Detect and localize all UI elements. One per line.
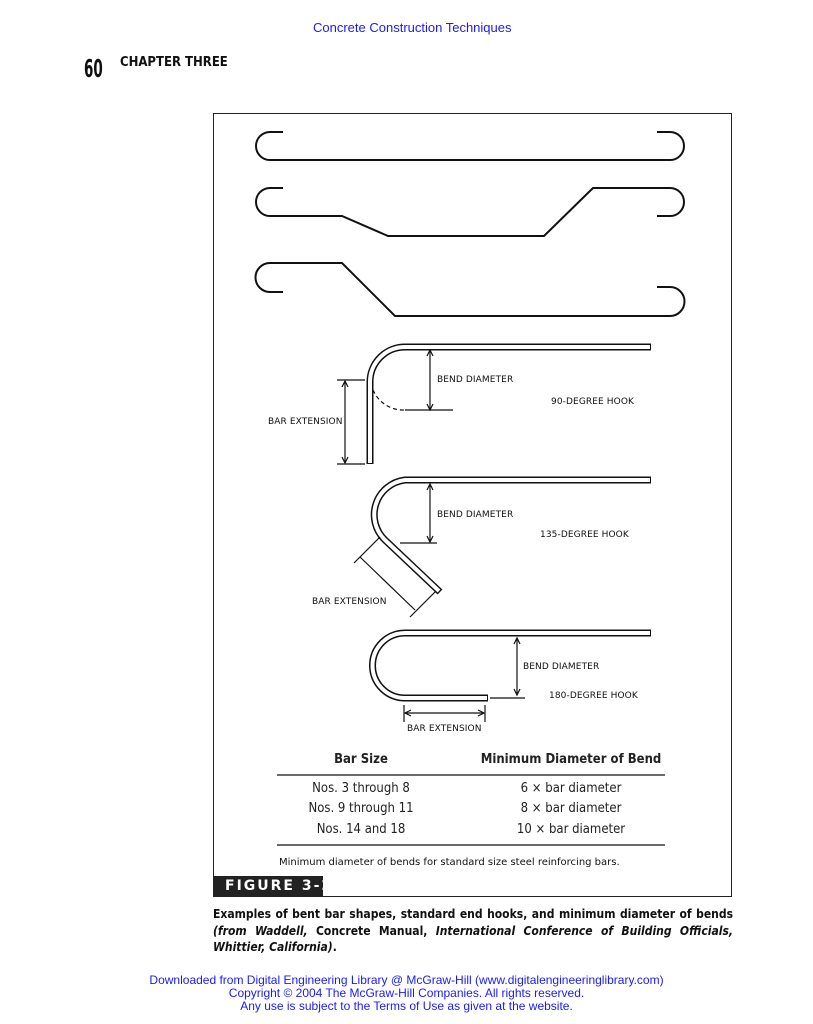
- table-note: Minimum diameter of bends for standard s…: [279, 857, 620, 868]
- bar-extension-label-180: BAR EXTENSION: [407, 724, 482, 734]
- table-cell: Nos. 3 through 8: [312, 781, 410, 796]
- figure-frame: [213, 113, 732, 897]
- bar-extension-label-90: BAR EXTENSION: [268, 417, 343, 427]
- caption-citation: (from Waddell,: [213, 923, 316, 938]
- single-bend-bar-shape: [254, 262, 686, 317]
- caption-text: Examples of bent bar shapes, standard en…: [213, 907, 733, 921]
- table-header-min-diameter: Minimum Diameter of Bend: [480, 752, 662, 767]
- table-cell: Nos. 14 and 18: [316, 822, 406, 837]
- bend-diameter-label-180: BEND DIAMETER: [523, 662, 600, 672]
- table-cell: 10 × bar diameter: [516, 822, 626, 837]
- table-header-bar-size: Bar Size: [334, 752, 388, 767]
- figure-tag-text: FIGURE 3-20: [225, 878, 345, 894]
- bar-extension-label-135: BAR EXTENSION: [312, 597, 387, 607]
- hook-180-label: 180-DEGREE HOOK: [549, 691, 638, 701]
- caption-publisher: International Conference of Building Off…: [213, 923, 733, 955]
- hook-90-label: 90-DEGREE HOOK: [551, 397, 635, 407]
- chapter-heading: CHAPTER THREE: [120, 55, 228, 70]
- hook-180-drawing: [369, 629, 651, 722]
- hook-135-drawing: [353, 476, 651, 618]
- bend-diameter-label-90: BEND DIAMETER: [437, 375, 514, 385]
- figure-caption: Examples of bent bar shapes, standard en…: [213, 906, 733, 956]
- table-cell: 6 × bar diameter: [520, 781, 622, 796]
- table-cell: Nos. 9 through 11: [308, 801, 414, 816]
- truss-bar-shape: [255, 187, 685, 237]
- caption-book-title: Concrete Manual,: [315, 923, 436, 938]
- footer-download-line[interactable]: Downloaded from Digital Engineering Libr…: [149, 973, 664, 987]
- footer-terms-line: Any use is subject to the Terms of Use a…: [240, 999, 573, 1013]
- footer-copyright-line: Copyright © 2004 The McGraw-Hill Compani…: [228, 986, 585, 1000]
- straight-bar-shape: [255, 131, 685, 161]
- figure-tag: FIGURE 3-20: [213, 876, 343, 897]
- table-cell: 8 × bar diameter: [520, 801, 622, 816]
- hook-135-label: 135-DEGREE HOOK: [540, 530, 629, 540]
- caption-period: .: [332, 940, 337, 954]
- footer: Downloaded from Digital Engineering Libr…: [0, 974, 813, 1013]
- source-title[interactable]: Concrete Construction Techniques: [313, 20, 512, 35]
- bend-diameter-label-135: BEND DIAMETER: [437, 510, 514, 520]
- hook-90-drawing: [337, 343, 651, 465]
- page-number: 60: [84, 54, 103, 83]
